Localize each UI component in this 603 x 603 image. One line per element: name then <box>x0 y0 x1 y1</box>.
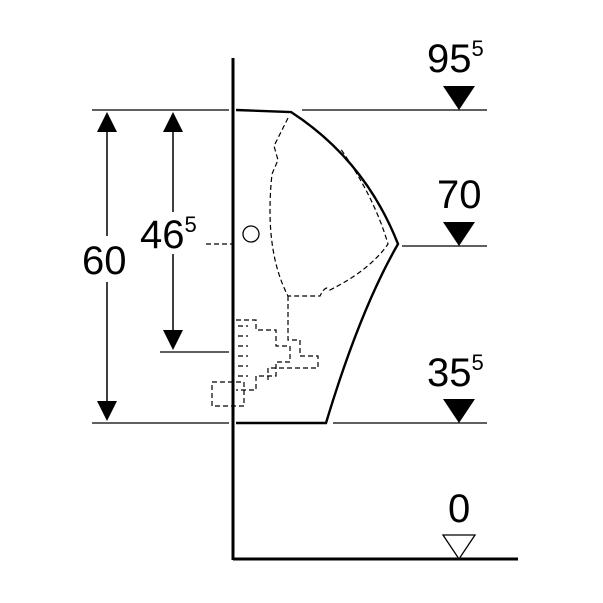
dim-46-5-arrow-bottom <box>163 330 183 350</box>
level-label-95-5: 955 <box>427 36 484 81</box>
level-marker-35-5 <box>443 399 475 423</box>
urinal-outline <box>235 108 400 425</box>
dim-46-5-arrow-top <box>163 112 183 132</box>
bowl-inner-dashed <box>269 117 389 297</box>
level-label-35-5: 355 <box>427 350 484 395</box>
connector-dashed <box>238 325 248 377</box>
dim-60-arrow-bottom <box>97 401 117 421</box>
outlet-dashed <box>236 319 291 391</box>
dim-46-5-label: 465 <box>140 212 197 257</box>
level-marker-70 <box>443 222 475 246</box>
outlet-pipe-dashed <box>211 381 245 407</box>
inlet-circle <box>242 225 260 243</box>
level-marker-0 <box>441 534 477 561</box>
trap-dashed <box>267 296 319 380</box>
level-marker-95-5 <box>443 86 475 110</box>
dim-60-label: 60 <box>82 239 127 283</box>
level-label-0: 0 <box>448 487 470 531</box>
level-label-70: 70 <box>437 173 482 217</box>
dim-60-arrow-top <box>97 112 117 132</box>
